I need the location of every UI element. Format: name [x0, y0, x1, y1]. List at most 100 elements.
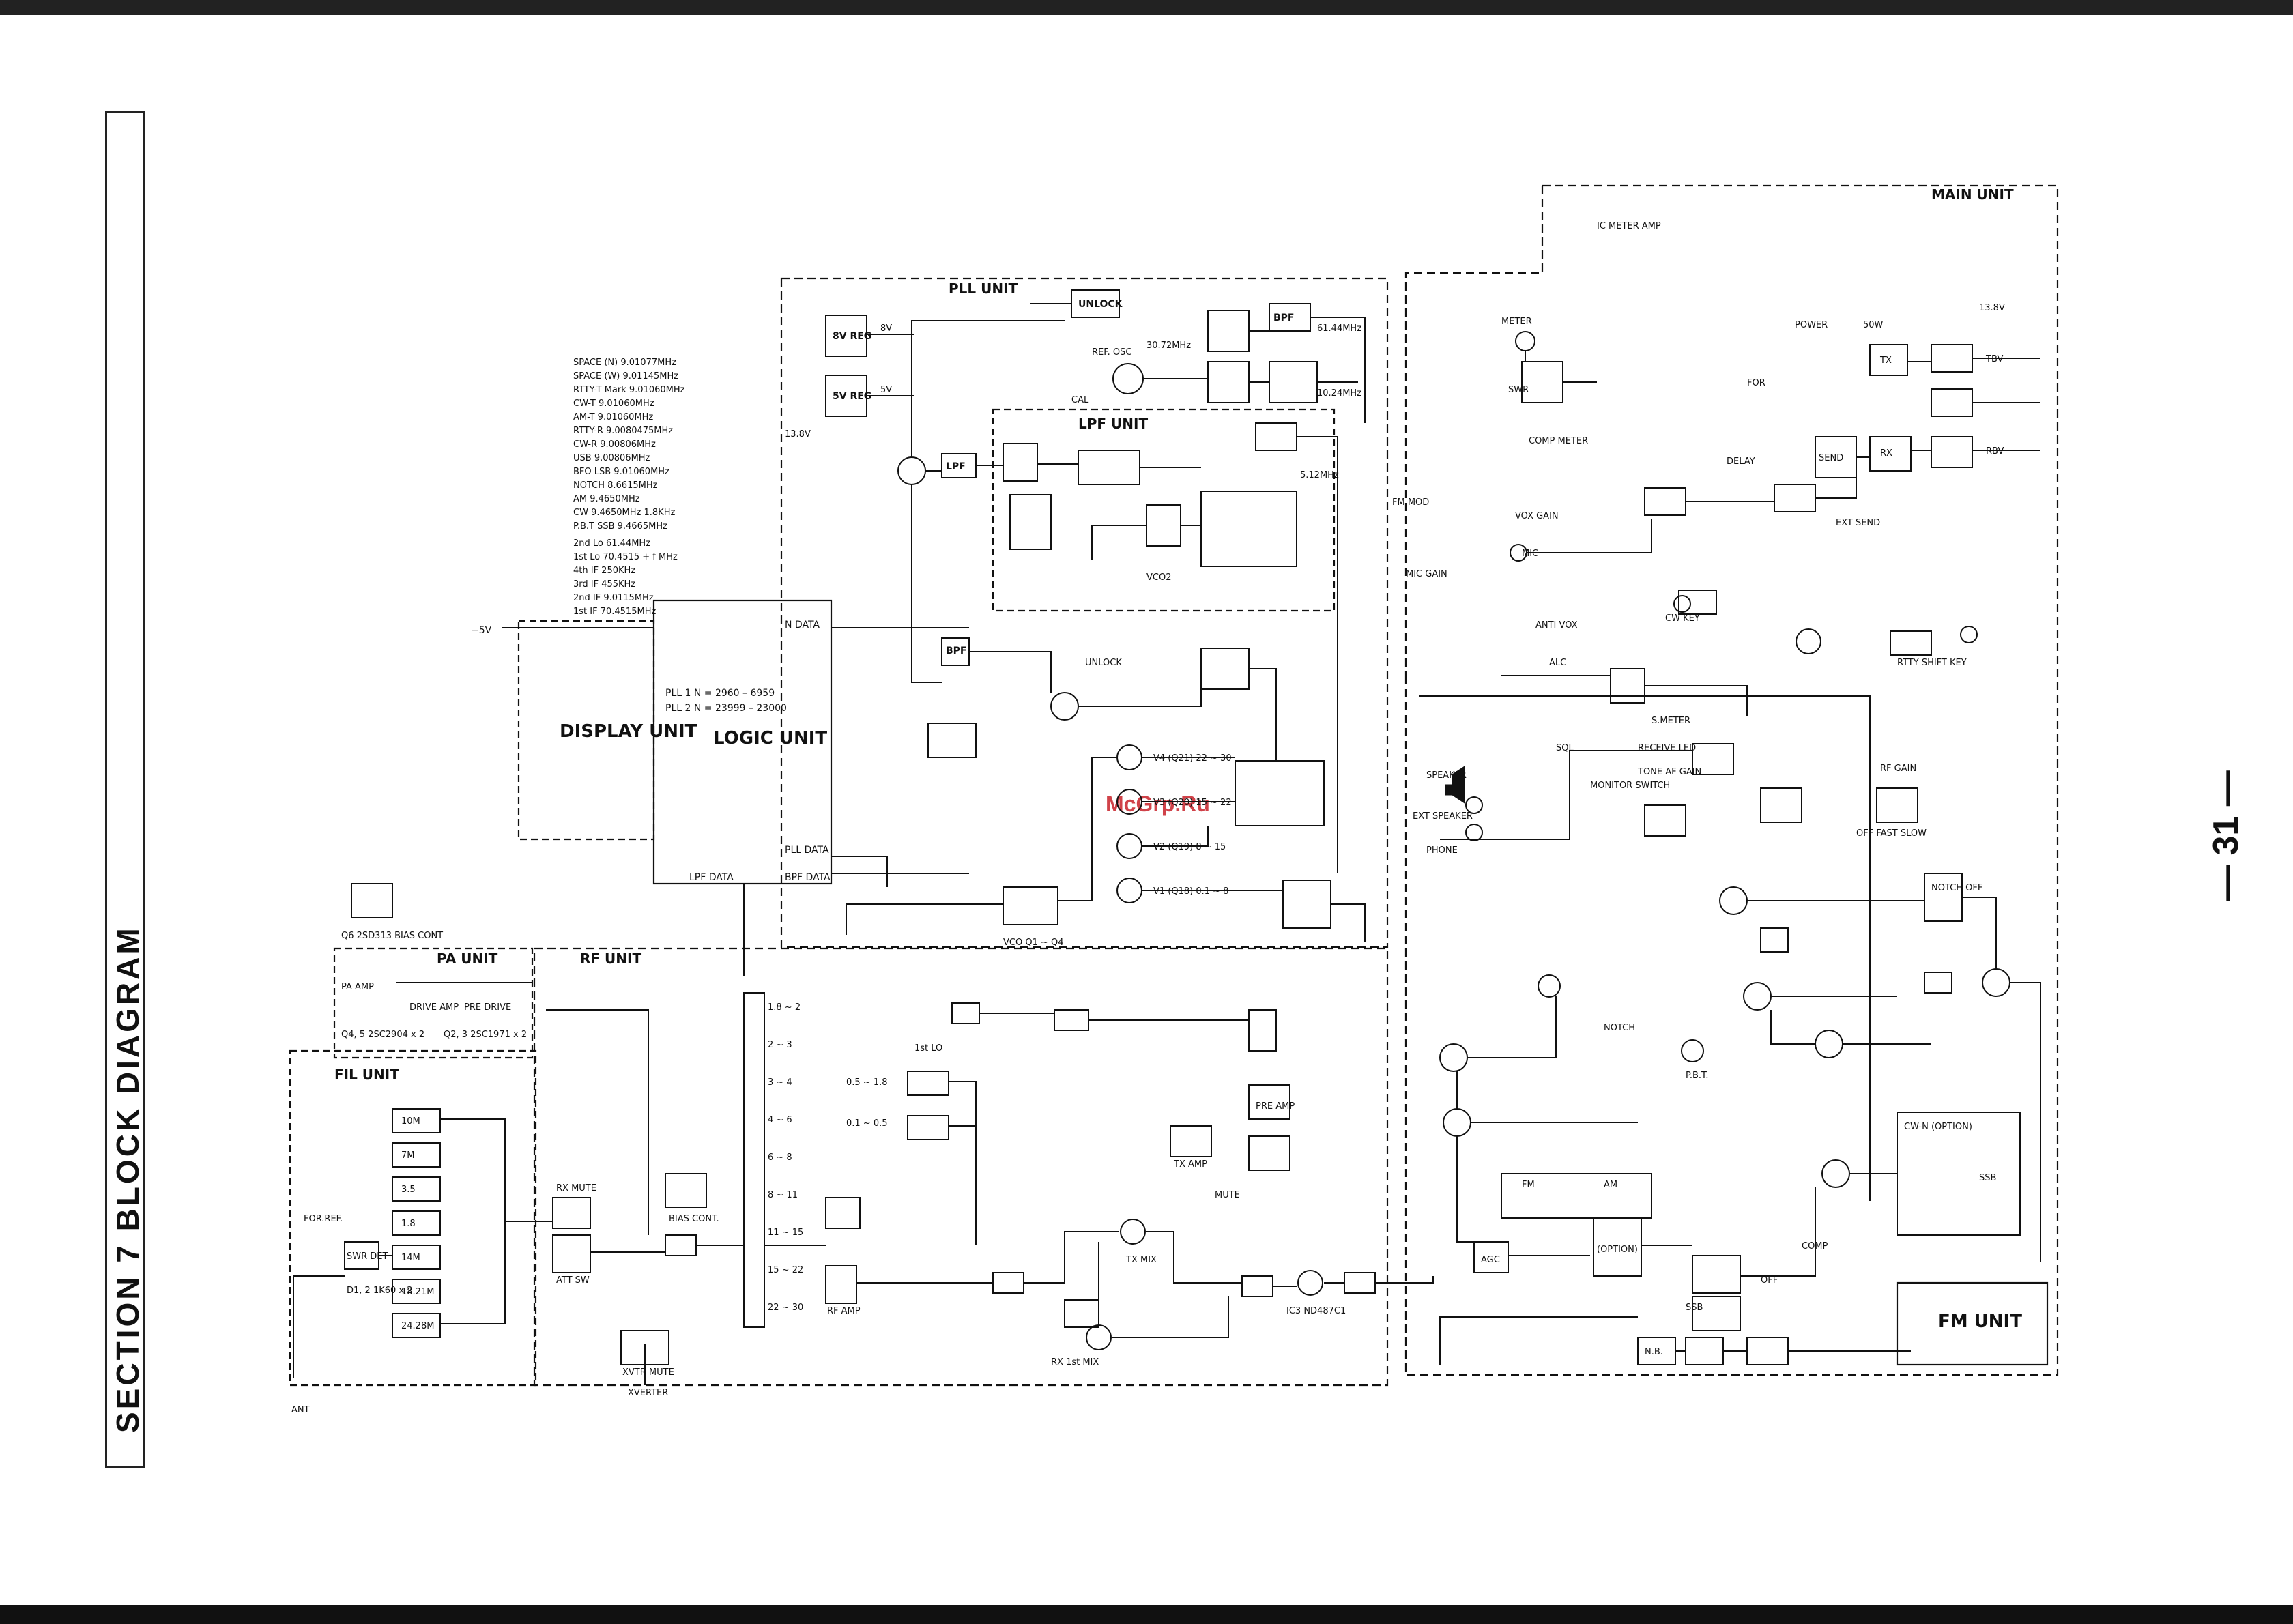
pa-label: Q2, 3 2SC1971 x 2: [444, 1030, 527, 1040]
am-det-box: [1644, 804, 1686, 837]
if-freq: 2nd IF 9.0115MHz: [573, 593, 654, 603]
bfo-freq: P.B.T SSB 9.4665MHz: [573, 521, 667, 532]
bfo-freq: NOTCH 8.6615MHz: [573, 480, 658, 491]
port-pll-data: PLL DATA: [785, 845, 829, 856]
port-n-data: N DATA: [785, 620, 820, 630]
vox-det-box: [1644, 487, 1686, 516]
pa-unit-label: PA UNIT: [437, 951, 498, 967]
divider-pd-box: [1200, 491, 1297, 567]
ic4-mixer-circle: [1821, 1159, 1850, 1188]
pbt-label: P.B.T.: [1686, 1071, 1709, 1081]
hpf-rf-2-box: [951, 1002, 980, 1024]
rf-label: BIAS CONT.: [669, 1214, 719, 1224]
bpf-band: 8 ~ 11: [768, 1190, 798, 1200]
pll-unit-border: [780, 277, 1389, 948]
bfo-freq: BFO LSB 9.01060MHz: [573, 467, 669, 477]
rf-label: PRE AMP: [1256, 1101, 1295, 1112]
rtty-shift-label: RTTY SHIFT KEY: [1897, 658, 1967, 668]
lpf-6-box: [392, 1279, 441, 1304]
fm-unit-label: FM UNIT: [1938, 1311, 2022, 1332]
bfo-freq: CW 9.4650MHz 1.8KHz: [573, 508, 675, 518]
scan-top-edge: [0, 0, 2293, 15]
off-label: OFF: [1761, 1275, 1778, 1286]
lpf-7-box: [392, 1313, 441, 1338]
f10-label: 10.24MHz: [1317, 388, 1361, 398]
v13-8-label: 13.8V: [785, 429, 811, 439]
fm-am-fil-box: [1501, 1173, 1652, 1219]
bfo-freq: USB 9.00806MHz: [573, 453, 650, 463]
f5-label: 5.12MHz: [1300, 470, 1339, 480]
fil-label: FOR.REF.: [304, 1214, 343, 1224]
ic3-mixer-circle: [1297, 1270, 1323, 1296]
lpf-band: 10M: [401, 1116, 420, 1127]
x-fil-box: [1610, 668, 1645, 704]
fm-mod-label: FM MOD: [1392, 497, 1429, 508]
agc-speed-label: OFF FAST SLOW: [1856, 828, 1927, 839]
tbv-label: TBV: [1985, 354, 2003, 364]
tx-sw-label: TX: [1879, 356, 1892, 366]
cal-label: CAL: [1071, 395, 1089, 405]
bpf-band: 1.8 ~ 2: [768, 1002, 801, 1013]
tbv-reg-box: [1931, 344, 1973, 373]
agc-label: AGC: [1481, 1255, 1500, 1265]
bfo-freq: AM 9.4650MHz: [573, 494, 640, 504]
port-lpf-data: LPF DATA: [689, 872, 734, 883]
bfo-freq: AM-T 9.01060MHz: [573, 412, 653, 422]
rf-label: RX 1st MIX: [1051, 1357, 1099, 1367]
lpf-5-box: [392, 1245, 441, 1270]
lpf-unit-border: [992, 408, 1336, 612]
rf-label: IC3 ND487C1: [1286, 1306, 1346, 1316]
comp-label: COMP: [1802, 1241, 1828, 1251]
rtty-jack-icon: [1960, 626, 1978, 643]
lpf-label: LPF: [946, 461, 966, 472]
bpf-band: 3 ~ 4: [768, 1077, 792, 1088]
notch-off-label: NOTCH OFF: [1931, 883, 1982, 893]
swr-label: SWR: [1508, 385, 1529, 395]
power-label: POWER: [1795, 320, 1828, 330]
lpf-2-box: [392, 1176, 441, 1202]
doubler-box: [1207, 310, 1250, 352]
bfo-frequency-table: SPACE (N) 9.01077MHz SPACE (W) 9.01145MH…: [573, 358, 685, 532]
bfo-freq: CW-R 9.00806MHz: [573, 439, 656, 450]
bfo-freq: RTTY-T Mark 9.01060MHz: [573, 385, 685, 395]
lpf-unit-label: LPF UNIT: [1078, 416, 1148, 432]
agc-box: [1692, 1296, 1741, 1331]
notch-label: NOTCH: [1604, 1023, 1635, 1033]
for-label: FOR: [1747, 378, 1765, 388]
rf-label: MUTE: [1215, 1190, 1240, 1200]
rx-mute-box: [552, 1197, 591, 1229]
lpf-band: 18.21M: [401, 1287, 434, 1297]
pa-label: PRE DRIVE: [464, 1002, 511, 1013]
ext-send-label: EXT SEND: [1836, 518, 1880, 528]
display-unit-box: [517, 620, 655, 841]
bpf-band: 15 ~ 22: [768, 1265, 803, 1275]
if-freq: 1st Lo 70.4515 + f MHz: [573, 552, 678, 562]
rf-amp-box: [825, 1265, 857, 1304]
vco-v1: [1116, 878, 1142, 903]
logic-note-1: PLL 1 N = 2960 – 6959: [665, 688, 775, 699]
bpf-label: BPF: [1273, 313, 1295, 323]
rbv-reg-box: [1931, 436, 1973, 468]
mcf-box: [1064, 1299, 1099, 1328]
pre-off-box: [1248, 1084, 1290, 1120]
ext-speaker-label: EXT SPEAKER: [1413, 811, 1473, 822]
nb-sw-box: [1685, 1337, 1724, 1365]
fil-label: SWR DET: [347, 1251, 388, 1262]
pbt-mixer-circle: [1815, 1030, 1843, 1058]
phone-jack-icon: [1465, 824, 1483, 841]
ic2-mixer-circle: [1743, 982, 1772, 1011]
fm-fil-label: FM: [1522, 1180, 1535, 1190]
pa-label: Q6 2SD313 BIAS CONT: [341, 931, 443, 941]
agc-amp-box: [1876, 787, 1918, 823]
reg-8v-label: 8V REG: [833, 331, 871, 342]
rx-sw-label: RX: [1880, 448, 1892, 459]
ext-speaker-jack-icon: [1465, 796, 1483, 814]
if-freq: 1st IF 70.4515MHz: [573, 607, 656, 617]
pa-unit-border: [333, 947, 534, 1059]
lpf-band: 24.28M: [401, 1321, 434, 1331]
send-sw-box: [1815, 436, 1857, 478]
main-unit-label: MAIN UNIT: [1931, 186, 2014, 203]
hpf-rf-3-box: [1241, 1275, 1273, 1297]
fil-label: D1, 2 1K60 x 2: [347, 1286, 413, 1296]
